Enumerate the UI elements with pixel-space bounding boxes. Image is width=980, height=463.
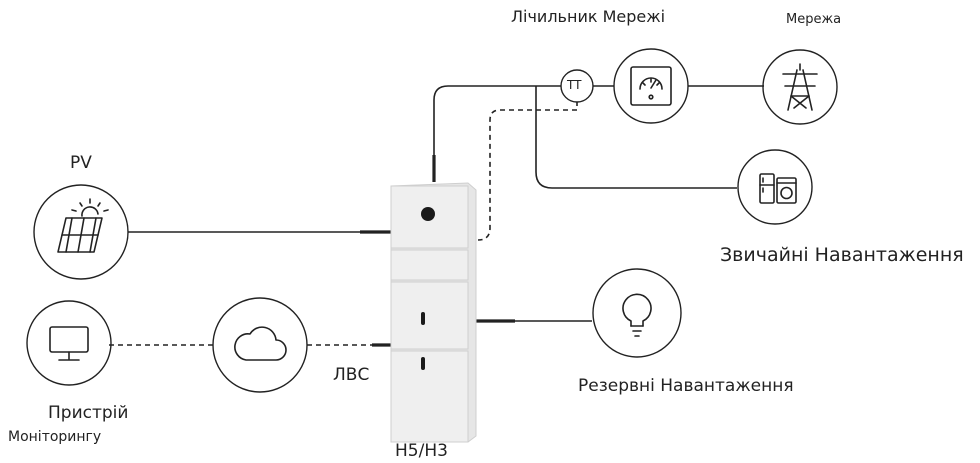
cloud-circle bbox=[212, 297, 308, 393]
grid-ac-line bbox=[433, 85, 562, 182]
ct-label: TT bbox=[567, 78, 582, 92]
lan-label: ЛВС bbox=[333, 365, 370, 385]
meter-circle bbox=[613, 48, 689, 124]
dashed-lines bbox=[109, 101, 578, 346]
inverter-display bbox=[421, 207, 435, 221]
light-bulb-icon bbox=[592, 268, 682, 358]
device-label-line2: Моніторингу bbox=[8, 429, 102, 445]
solar-panel-sun-icon bbox=[33, 184, 129, 280]
cable-stubs bbox=[360, 155, 515, 347]
transmission-tower-icon bbox=[762, 49, 838, 125]
fridge-washer-icon bbox=[737, 149, 813, 225]
normal-loads-line bbox=[535, 86, 737, 189]
ct-signal-line bbox=[477, 101, 578, 241]
inverter-battery-unit bbox=[390, 182, 477, 443]
pv-circle bbox=[33, 184, 129, 280]
power-meter-icon bbox=[613, 48, 689, 124]
battery-1-indicator bbox=[421, 312, 425, 325]
normal-loads-label: Звичайні Навантаження bbox=[720, 244, 964, 266]
grid-label: Мережа bbox=[786, 12, 842, 27]
battery-module-1 bbox=[390, 281, 469, 350]
backup-circle bbox=[592, 268, 682, 358]
bms-module bbox=[390, 249, 469, 281]
meter-label: Лічильник Мережі bbox=[511, 7, 666, 26]
monitor-circle bbox=[26, 300, 112, 386]
backup-loads-label: Резервні Навантаження bbox=[578, 376, 794, 396]
appliances-circle bbox=[737, 149, 813, 225]
cloud-icon bbox=[212, 297, 308, 393]
ct-clamp-icon bbox=[560, 69, 594, 103]
battery-2-indicator bbox=[421, 357, 425, 370]
device-label-line1: Пристрій bbox=[48, 403, 129, 423]
ct-circle bbox=[560, 69, 594, 103]
unit-model-label: H5/H3 bbox=[395, 441, 448, 461]
pv-label: PV bbox=[70, 153, 92, 173]
grid-circle bbox=[762, 49, 838, 125]
battery-module-2 bbox=[390, 350, 469, 443]
monitor-icon bbox=[26, 300, 112, 386]
